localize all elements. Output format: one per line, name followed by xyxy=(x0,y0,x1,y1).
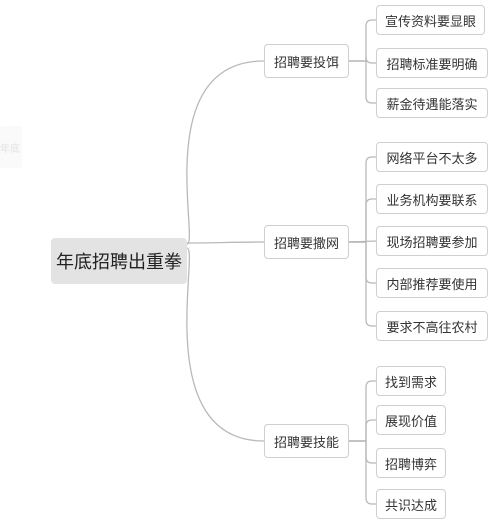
connector-branch2-sub-1 xyxy=(349,156,376,243)
subtopic-2-5[interactable]: 要求不高往农村 xyxy=(376,311,488,341)
subtopic-label: 展现价值 xyxy=(384,414,437,430)
connector-branch3-sub-4 xyxy=(349,440,376,505)
subtopic-label: 薪金待遇能落实 xyxy=(386,97,478,113)
root-topic-label: 年底招聘出重拳 xyxy=(56,252,182,273)
subtopic-3-1[interactable]: 找到需求 xyxy=(376,366,446,396)
branch-topic-label: 招聘要投饵 xyxy=(273,55,339,71)
subtopic-3-3[interactable]: 招聘博弈 xyxy=(376,448,446,478)
subtopic-2-2[interactable]: 业务机构要联系 xyxy=(376,184,488,214)
connector-root-branch-2 xyxy=(186,241,265,244)
connector-branch1-sub-1 xyxy=(349,19,376,62)
connector-root-branch-3 xyxy=(186,247,265,442)
subtopic-2-4[interactable]: 内部推荐要使用 xyxy=(376,268,488,298)
subtopic-label: 找到需求 xyxy=(384,375,437,391)
branch-topic-label: 招聘要撒网 xyxy=(273,236,339,252)
subtopic-label: 招聘博弈 xyxy=(384,457,437,473)
connector-branch1-sub-3 xyxy=(349,60,376,104)
connector-root-branch-1 xyxy=(186,60,265,245)
subtopic-label: 内部推荐要使用 xyxy=(386,277,478,293)
subtopic-2-3[interactable]: 现场招聘要参加 xyxy=(376,226,488,256)
connector-branch1-sub-2 xyxy=(349,56,376,64)
branch-topic-3[interactable]: 招聘要技能 xyxy=(264,424,349,458)
subtopic-label: 宣传资料要显眼 xyxy=(384,14,476,30)
branch-topic-2[interactable]: 招聘要撒网 xyxy=(264,225,349,259)
subtopic-3-4[interactable]: 共识达成 xyxy=(376,489,446,519)
faded-fragment-text: 年底 xyxy=(0,144,20,155)
branch-topic-label: 招聘要技能 xyxy=(273,435,339,451)
subtopic-label: 现场招聘要参加 xyxy=(386,235,478,251)
root-topic[interactable]: 年底招聘出重拳 xyxy=(51,238,187,284)
branch-topic-1[interactable]: 招聘要投饵 xyxy=(264,44,349,78)
subtopic-1-3[interactable]: 薪金待遇能落实 xyxy=(376,88,488,118)
connector-branch3-sub-1 xyxy=(349,380,376,442)
subtopic-label: 业务机构要联系 xyxy=(386,193,478,209)
subtopic-1-1[interactable]: 宣传资料要显眼 xyxy=(376,5,485,35)
subtopic-label: 网络平台不太多 xyxy=(386,151,478,167)
subtopic-label: 共识达成 xyxy=(384,498,437,514)
subtopic-2-1[interactable]: 网络平台不太多 xyxy=(376,142,488,172)
connector-branch2-sub-2 xyxy=(349,198,376,243)
subtopic-3-2[interactable]: 展现价值 xyxy=(376,405,446,435)
faded-background-fragment: 年底 xyxy=(0,126,22,168)
subtopic-label: 招聘标准要明确 xyxy=(386,57,478,73)
subtopic-label: 要求不高往农村 xyxy=(386,320,478,336)
connector-branch3-sub-2 xyxy=(349,419,376,442)
connector-branch2-sub-4 xyxy=(349,241,376,284)
subtopic-1-2[interactable]: 招聘标准要明确 xyxy=(376,48,488,78)
connector-branch3-sub-3 xyxy=(349,440,376,464)
connector-branch2-sub-5 xyxy=(349,241,376,327)
